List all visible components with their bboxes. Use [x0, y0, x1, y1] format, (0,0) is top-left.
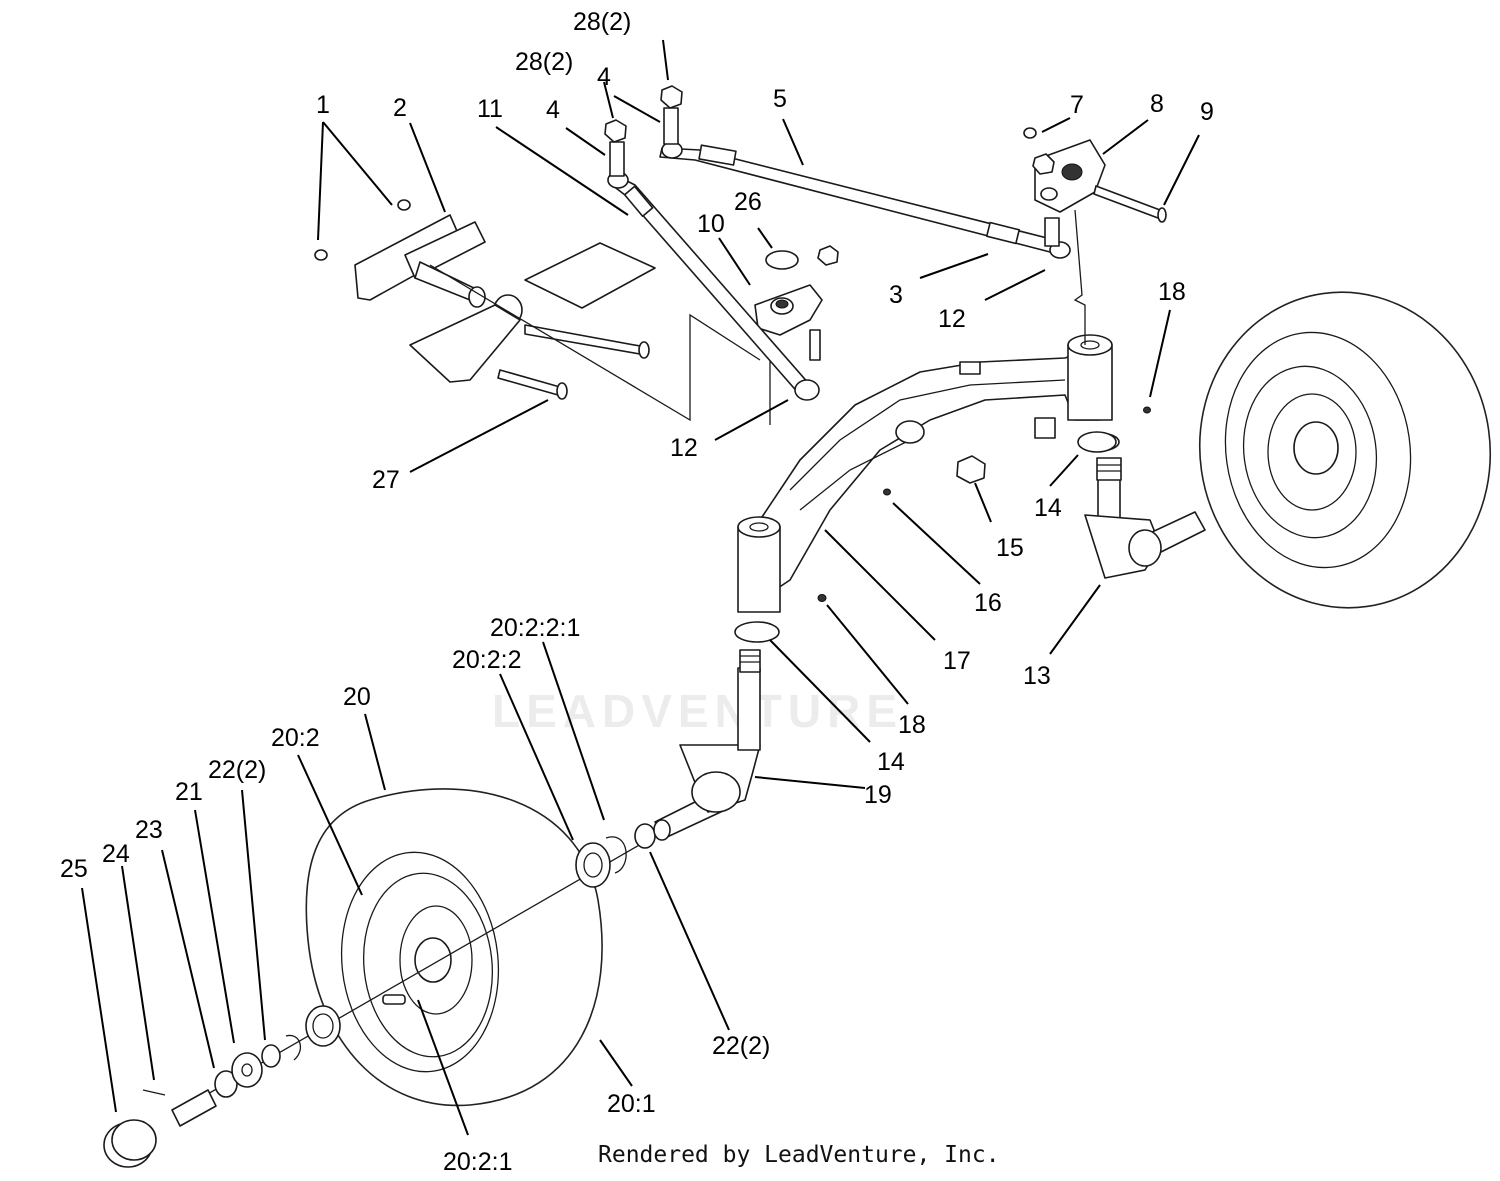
callout-17: 17: [943, 647, 971, 675]
tie-rods: [604, 85, 1071, 401]
callout-22-left: 22(2): [208, 756, 266, 784]
callout-labels: 1 2 28(2) 28(2) 4 4 11 5 26 10 7 8 9 3 1…: [60, 8, 1214, 1176]
callout-20-2: 20:2: [271, 724, 320, 752]
leader-lines: [81, 39, 1200, 1136]
callout-15: 15: [996, 534, 1024, 562]
pivot-bracket: [314, 199, 761, 422]
left-thrust-washer: [734, 621, 780, 643]
callout-4-right: 4: [597, 63, 611, 91]
callout-20-2-2-1: 20:2:2:1: [490, 614, 580, 642]
right-wheel-illustration: [1198, 291, 1492, 609]
callout-11: 11: [477, 95, 503, 123]
render-credit: Rendered by LeadVenture, Inc.: [598, 1142, 1000, 1168]
callout-1: 1: [316, 91, 330, 119]
callout-18-right: 18: [1158, 278, 1186, 306]
callout-14-left: 14: [877, 748, 905, 776]
front-axle-beam: [737, 334, 1117, 613]
callout-20-1: 20:1: [607, 1090, 656, 1118]
callout-27: 27: [372, 466, 400, 494]
small-hardware: [817, 406, 1151, 602]
idler-arm: [1023, 127, 1167, 345]
callout-7: 7: [1070, 91, 1084, 119]
callout-9: 9: [1200, 98, 1214, 126]
callout-20-2-2: 20:2:2: [452, 646, 522, 674]
callout-23: 23: [135, 816, 163, 844]
callout-5: 5: [773, 85, 787, 113]
inner-bearing-hardware: [575, 823, 656, 888]
watermark: LEADVENTURE: [492, 685, 903, 737]
callout-20: 20: [343, 683, 371, 711]
callout-26: 26: [734, 188, 762, 216]
steering-arm: [754, 245, 839, 425]
callout-28-lower: 28(2): [515, 48, 573, 76]
callout-20-2-1: 20:2:1: [443, 1148, 513, 1176]
callout-21: 21: [175, 778, 203, 806]
callout-16: 16: [974, 589, 1002, 617]
left-wheel-illustration: [305, 788, 603, 1107]
callout-25: 25: [60, 855, 88, 883]
callout-28-top: 28(2): [573, 8, 631, 36]
callout-24: 24: [102, 840, 130, 868]
callout-10: 10: [697, 210, 725, 238]
callout-12-left: 12: [670, 434, 698, 462]
left-hub-hardware: [103, 1005, 341, 1168]
callout-4-left: 4: [546, 96, 560, 124]
callout-19: 19: [864, 781, 892, 809]
callout-18-left: 18: [898, 711, 926, 739]
right-spindle: [1078, 432, 1206, 579]
callout-12-right: 12: [938, 305, 966, 333]
callout-22-right: 22(2): [712, 1032, 770, 1060]
callout-14-right: 14: [1034, 494, 1062, 522]
callout-13: 13: [1023, 662, 1051, 690]
callout-2: 2: [393, 94, 407, 122]
callout-3: 3: [889, 281, 903, 309]
callout-8: 8: [1150, 90, 1164, 118]
